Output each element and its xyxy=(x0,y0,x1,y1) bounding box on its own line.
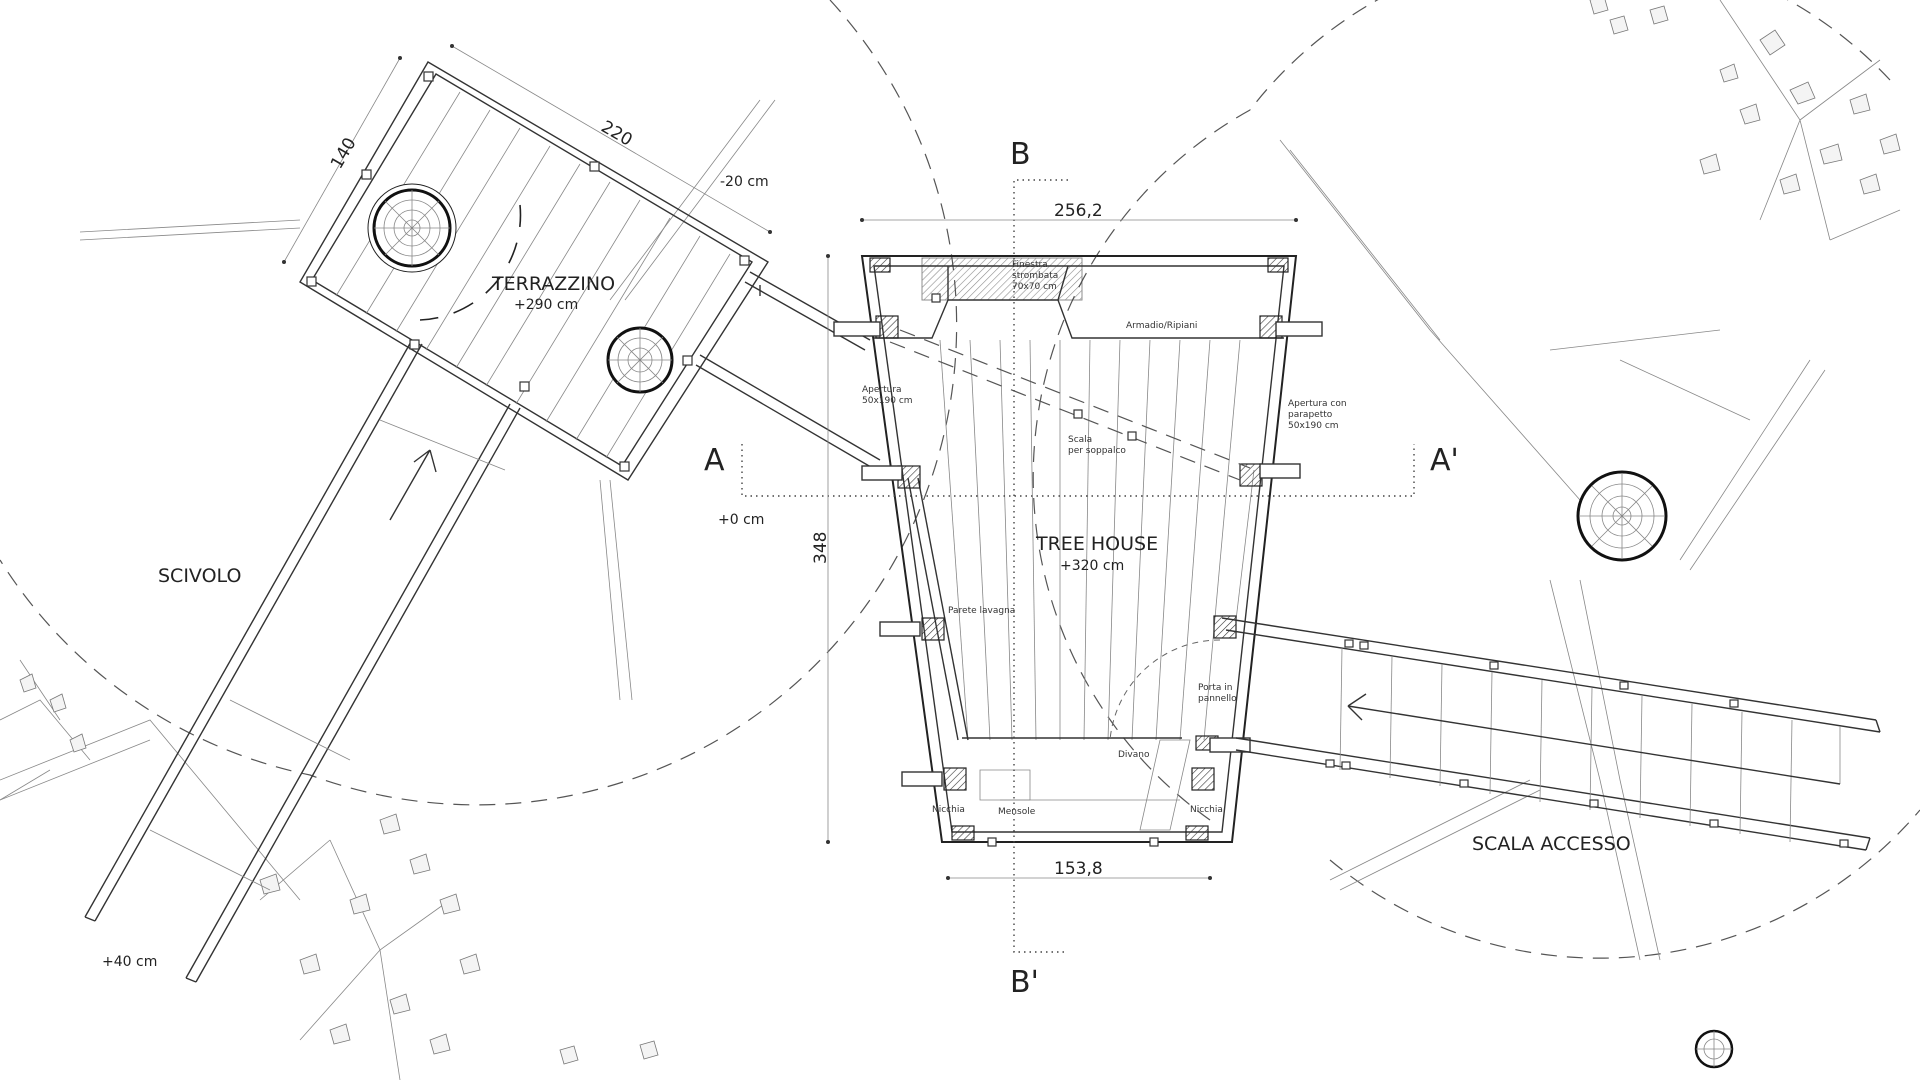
section-b-prime: B' xyxy=(1010,965,1039,1000)
note-nicchia-left: Nicchia xyxy=(932,805,965,815)
dim-153: 153,8 xyxy=(1054,859,1103,879)
label-level-zero: +0 cm xyxy=(718,512,764,528)
terrace xyxy=(299,61,769,481)
note-armadio: Armadio/Ripiani xyxy=(1126,321,1197,331)
note-scala-1: Scala xyxy=(1068,435,1092,445)
slide xyxy=(84,339,521,983)
tree-trunk-right xyxy=(1576,470,1668,562)
foliage-bottom-left xyxy=(0,659,659,1080)
label-tree-house: TREE HOUSE xyxy=(1035,533,1158,555)
section-a-prime: A' xyxy=(1430,443,1459,478)
tree-branches xyxy=(0,99,1826,961)
note-divano: Divano xyxy=(1118,750,1150,760)
tree-canopy-outlines xyxy=(0,0,1920,959)
note-finestra-3: 70x70 cm xyxy=(1012,282,1057,292)
tree-trunk-terrace-1 xyxy=(367,183,457,273)
note-nicchia-right: Nicchia xyxy=(1190,805,1223,815)
note-porta-2: pannello xyxy=(1198,694,1237,704)
access-stair xyxy=(1221,617,1881,851)
note-mensole: Mensole xyxy=(998,807,1036,817)
label-terrazzino-level: +290 cm xyxy=(514,297,578,313)
dim-220: 220 xyxy=(598,117,636,151)
section-a: A xyxy=(704,443,725,478)
label-scala-accesso: SCALA ACCESSO xyxy=(1472,833,1631,855)
labels: TERRAZZINO +290 cm TREE HOUSE +320 cm SC… xyxy=(102,117,1631,1000)
tree-trunk-bottom-right xyxy=(1694,1029,1734,1069)
dim-348: 348 xyxy=(811,532,831,564)
bridge xyxy=(695,271,881,471)
note-parete: Parete lavagna xyxy=(948,606,1015,616)
foliage-top-right xyxy=(1589,0,1901,241)
label-scivolo: SCIVOLO xyxy=(158,565,241,587)
section-b: B xyxy=(1010,137,1031,172)
tree-trunk-terrace-2 xyxy=(606,326,674,394)
door-swing xyxy=(1109,639,1221,741)
dim-256: 256,2 xyxy=(1054,201,1103,221)
note-scala-2: per soppalco xyxy=(1068,446,1126,456)
tree-house xyxy=(833,255,1323,847)
note-apertura-left-1: Apertura xyxy=(862,385,902,395)
note-apertura-left-2: 50x190 cm xyxy=(862,396,913,406)
note-apertura-right-2: parapetto xyxy=(1288,410,1333,420)
swing-arc xyxy=(419,204,522,321)
dim-140: 140 xyxy=(327,134,361,172)
note-porta-1: Porta in xyxy=(1198,683,1232,693)
note-apertura-right-1: Apertura con xyxy=(1288,399,1347,409)
label-level-minus20: -20 cm xyxy=(720,174,769,190)
note-apertura-right-3: 50x190 cm xyxy=(1288,421,1339,431)
dimension-lines xyxy=(282,44,1298,880)
section-lines xyxy=(741,179,1415,953)
label-tree-house-level: +320 cm xyxy=(1060,558,1124,574)
note-finestra-2: strombata xyxy=(1012,271,1058,281)
note-finestra-1: Finestra xyxy=(1012,260,1048,270)
label-level-plus40: +40 cm xyxy=(102,954,157,970)
label-terrazzino: TERRAZZINO xyxy=(491,273,615,295)
